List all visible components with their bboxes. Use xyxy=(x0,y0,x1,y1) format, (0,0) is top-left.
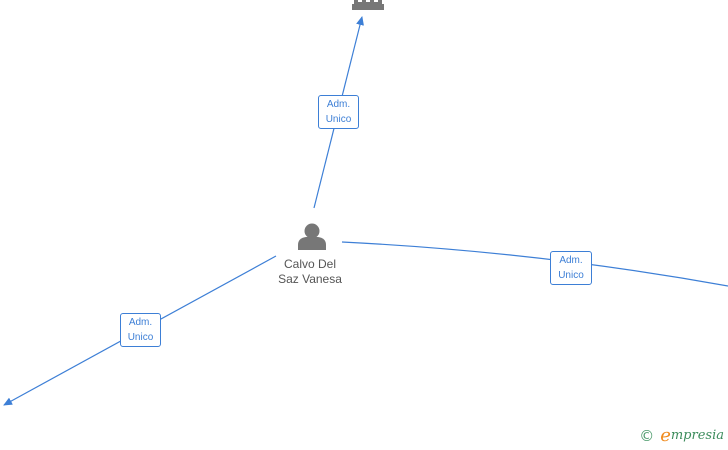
edge-label-right[interactable]: Adm. Unico xyxy=(550,251,592,285)
edge-label-top-line1: Adm. xyxy=(326,99,351,110)
edge-right-line xyxy=(341,241,728,287)
edge-label-top[interactable]: Adm. Unico xyxy=(318,95,359,129)
edge-label-top-line2: Unico xyxy=(325,114,352,125)
building-icon[interactable] xyxy=(352,0,384,10)
copyright-icon: © xyxy=(639,426,655,445)
edge-label-right-line2: Unico xyxy=(558,270,584,281)
edge-label-left-line2: Unico xyxy=(127,332,154,343)
person-name-line1: Calvo Del xyxy=(283,257,337,271)
brand-logo: © e mpresia xyxy=(639,425,724,446)
person-icon[interactable] xyxy=(298,223,326,251)
edge-label-right-line1: Adm. xyxy=(559,255,583,266)
edge-label-left-line1: Adm. xyxy=(128,317,153,328)
person-name[interactable]: Calvo Del Saz Vanesa xyxy=(262,257,358,287)
brand-initial: e xyxy=(660,425,671,446)
person-name-line2: Saz Vanesa xyxy=(278,272,342,286)
brand-name: mpresia xyxy=(670,428,724,443)
edge-label-left[interactable]: Adm. Unico xyxy=(120,313,161,347)
